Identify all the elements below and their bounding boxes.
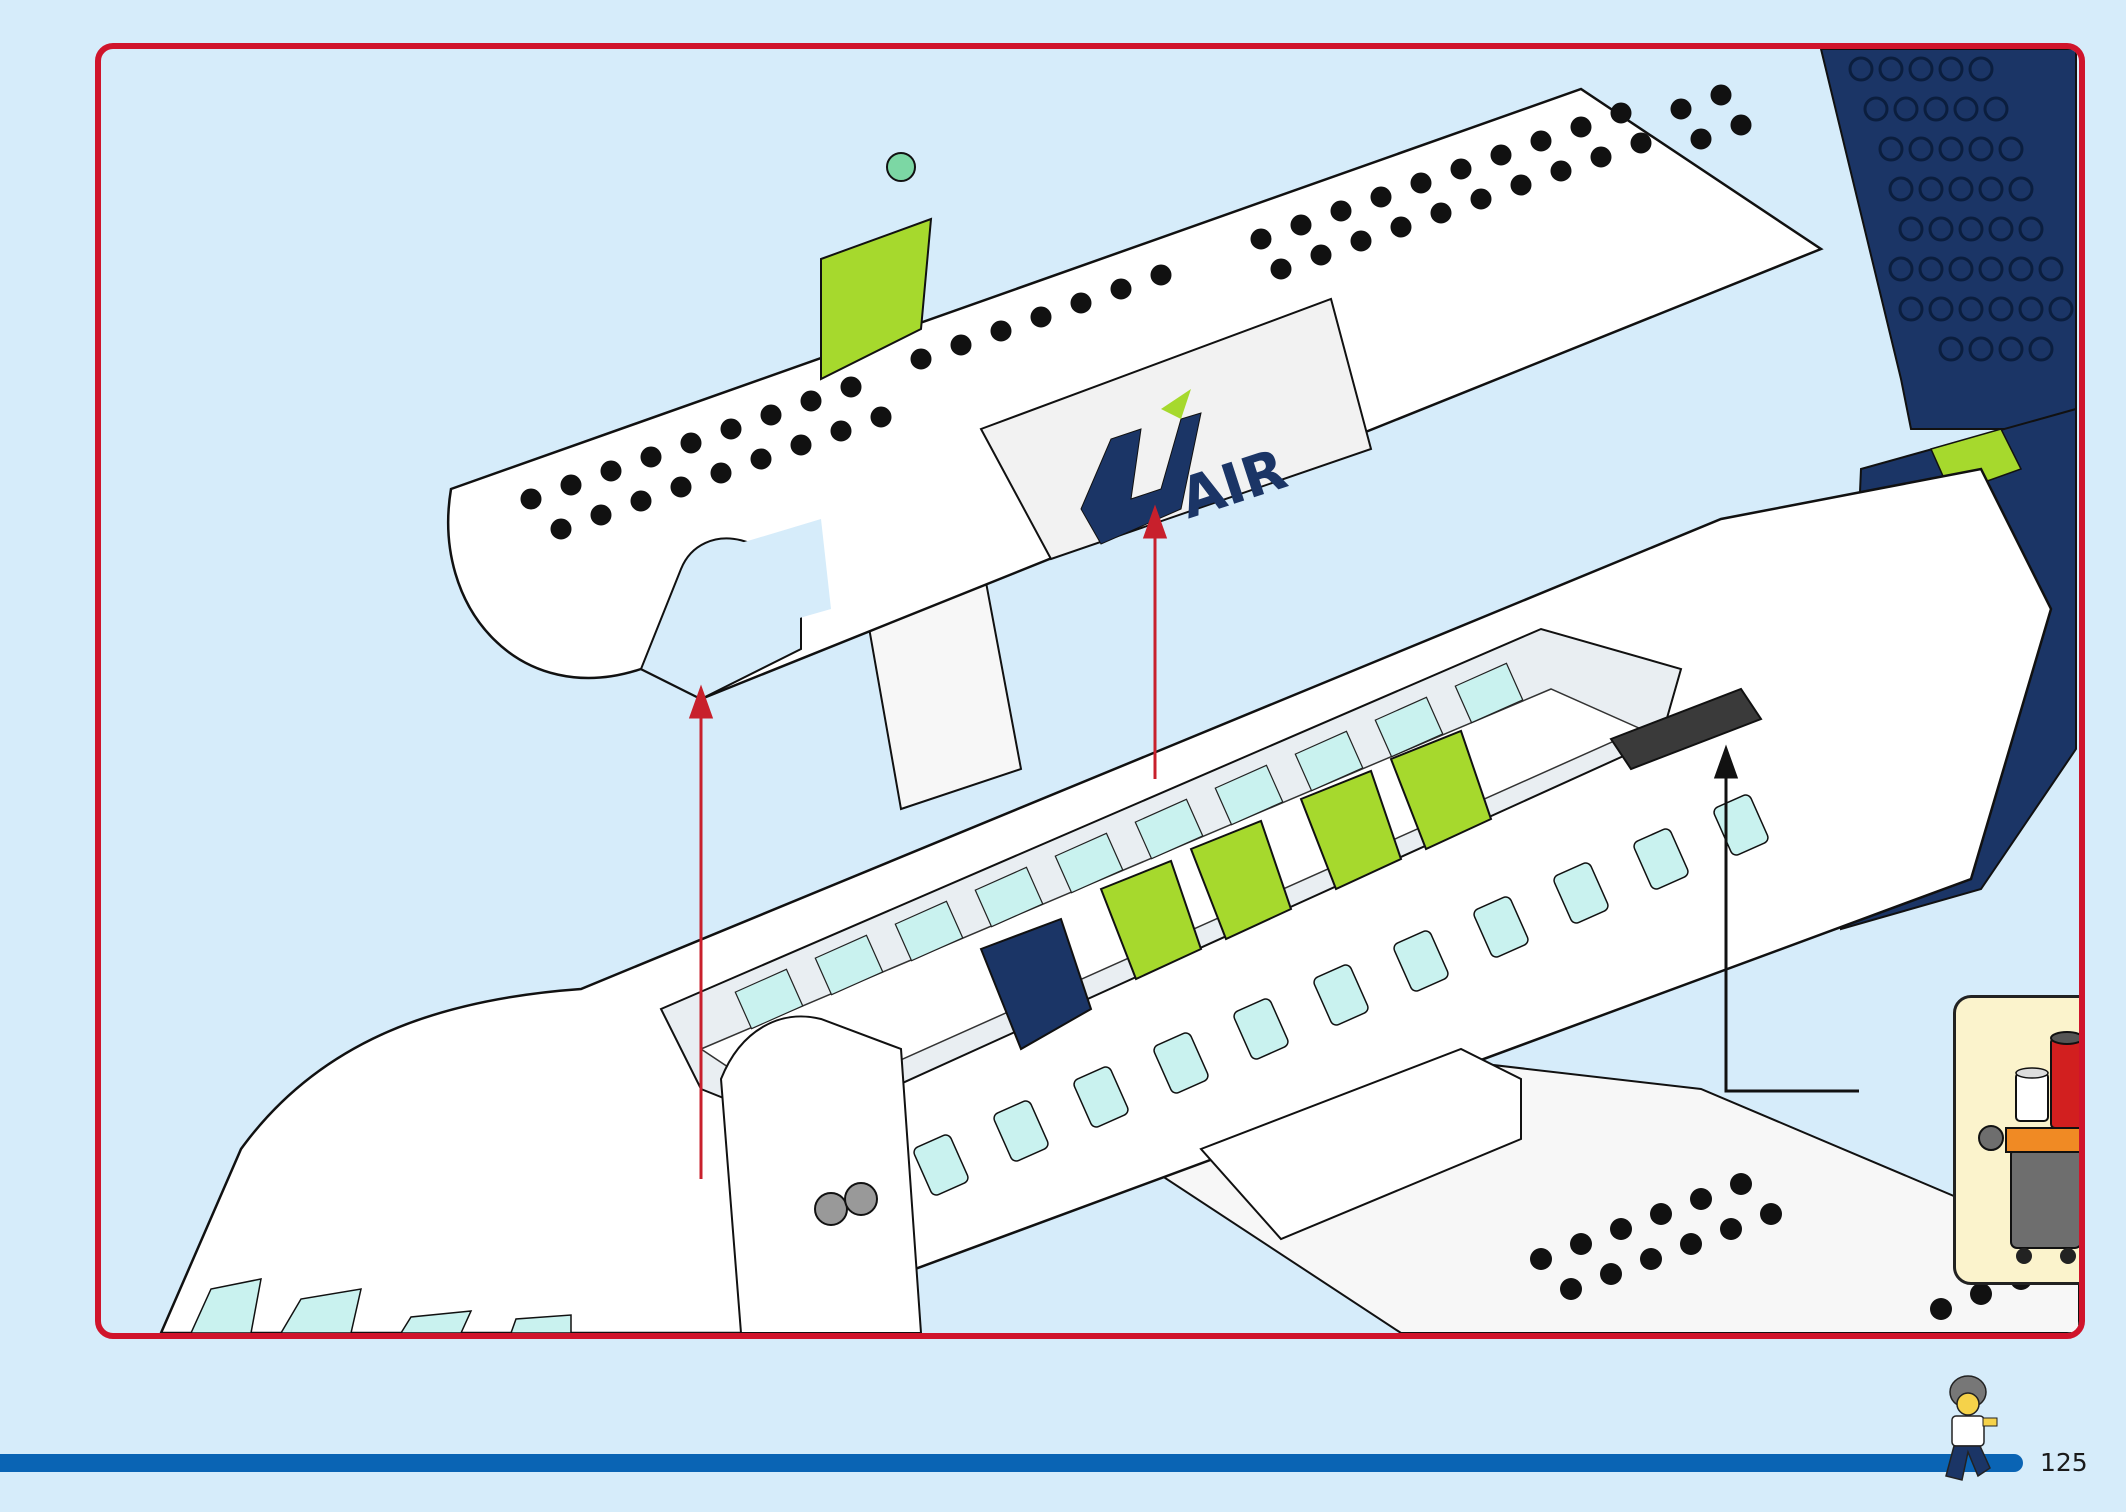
serving-trolley-icon [1978, 1031, 2079, 1264]
tail-fin [1819, 49, 2077, 430]
callout-arrow-icon [1713, 744, 1859, 1093]
part-callout-inset [1953, 995, 2079, 1285]
airline-logo-mark [1080, 412, 1202, 545]
instruction-step-frame: AIR [95, 43, 2085, 1339]
cabin-windows [913, 794, 1769, 1196]
arrow-up-icon [688, 504, 1168, 1179]
airplane-assembly-illustration: AIR [159, 49, 2079, 1333]
footer-bar [0, 1454, 2023, 1472]
roof-section: AIR [446, 84, 1824, 701]
page-number: 125 [2040, 1448, 2088, 1477]
passenger-seats [979, 729, 1493, 1051]
minifigure-icon [1945, 1375, 1998, 1481]
